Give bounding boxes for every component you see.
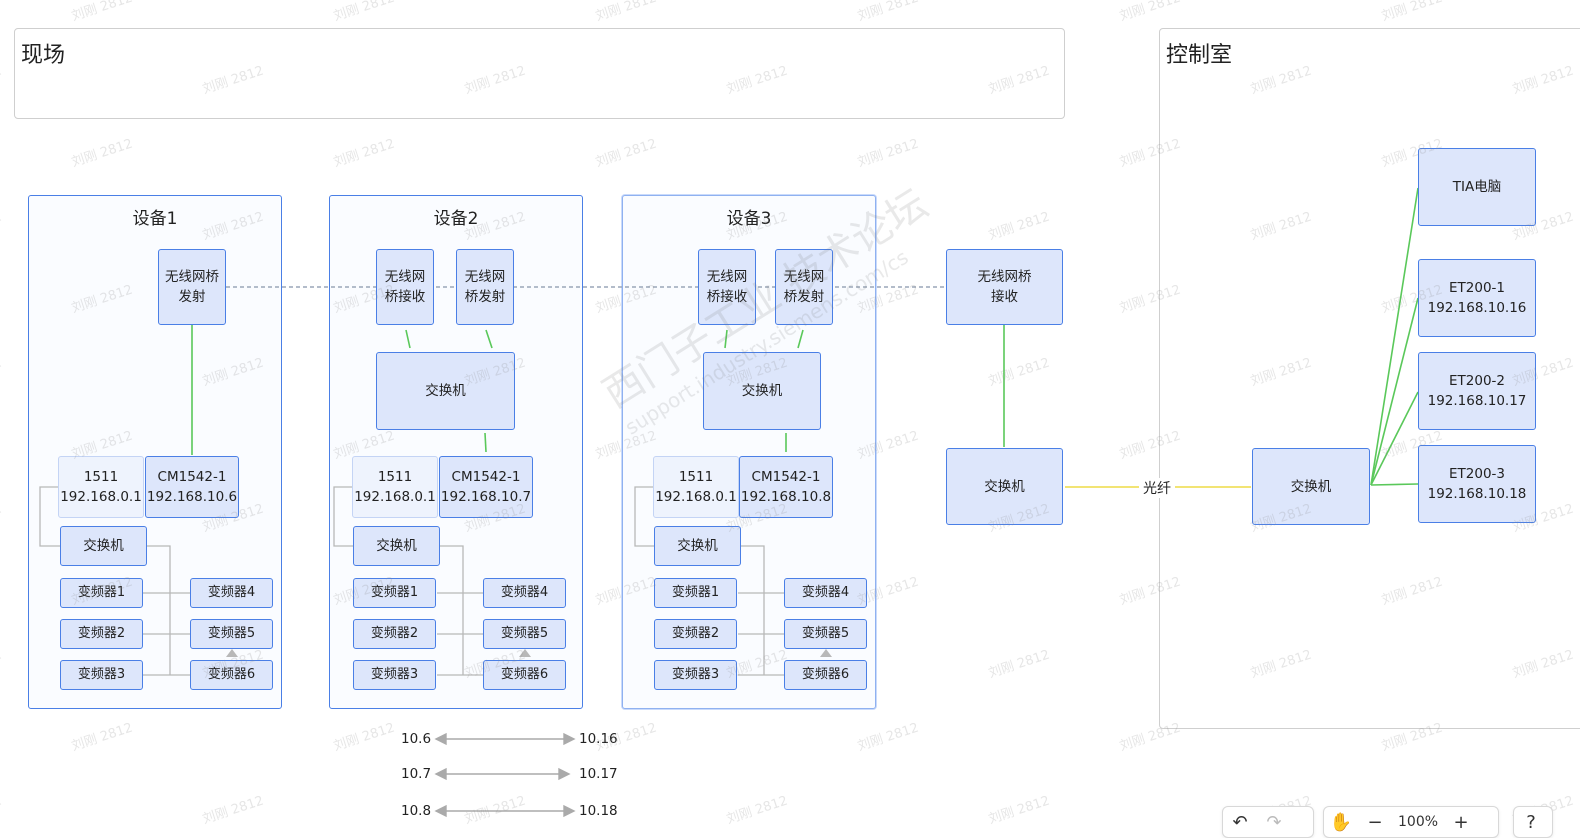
vfd-4-device3[interactable]: 变频器4 (784, 578, 867, 608)
redo-icon[interactable]: ↷ (1266, 811, 1282, 833)
cm1542-1-device1[interactable]: CM1542-1 192.168.10.6 (145, 456, 239, 518)
vfd-3-device2[interactable]: 变频器3 (353, 660, 436, 690)
switch-device1[interactable]: 交换机 (60, 526, 147, 566)
cm1542-1-device3[interactable]: CM1542-1 192.168.10.8 (739, 456, 833, 518)
vfd-2-device3[interactable]: 变频器2 (654, 619, 737, 649)
zoom-toolbar: ✋ − 100% + (1323, 806, 1499, 838)
control-room-zone-title: 控制室 (1166, 43, 1233, 68)
watermark-text: 刘刚 2812 (0, 501, 4, 536)
et200-3[interactable]: ET200-3 192.168.10.18 (1418, 445, 1536, 523)
mapping-arrows (434, 732, 576, 818)
watermark-text: 刘刚 2812 (855, 136, 921, 171)
watermark-text: 刘刚 2812 (69, 136, 135, 171)
vfd-6-device3[interactable]: 变频器6 (784, 660, 867, 690)
vfd-3-device1[interactable]: 变频器3 (60, 660, 143, 690)
watermark-text: 刘刚 2812 (0, 647, 4, 682)
switch-device2[interactable]: 交换机 (353, 526, 440, 566)
field-zone[interactable]: 现场 (14, 28, 1065, 119)
fiber-label: 光纤 (1139, 478, 1175, 498)
vfd-1-device2[interactable]: 变频器1 (353, 578, 436, 608)
watermark-text: 刘刚 2812 (0, 209, 4, 244)
vfd-1-device3[interactable]: 变频器1 (654, 578, 737, 608)
watermark-text: 刘刚 2812 (462, 793, 528, 828)
map-from-2: 10.7 (401, 766, 432, 782)
zoom-in-button[interactable]: + (1453, 811, 1469, 833)
plc-1511-2[interactable]: 1511 192.168.0.1 (352, 456, 438, 518)
watermark-text: 刘刚 2812 (69, 0, 135, 25)
switch-device3[interactable]: 交换机 (654, 526, 741, 566)
watermark-text: 刘刚 2812 (1379, 0, 1445, 25)
vfd-4-device2[interactable]: 变频器4 (483, 578, 566, 608)
watermark-text: 刘刚 2812 (986, 647, 1052, 682)
top-switch-device2[interactable]: 交换机 (376, 352, 515, 430)
watermark-text: 刘刚 2812 (331, 720, 397, 755)
wireless-bridge-rx-3[interactable]: 无线网 桥接收 (698, 249, 756, 325)
top-switch-device3[interactable]: 交换机 (703, 352, 821, 430)
watermark-text: 刘刚 2812 (724, 793, 790, 828)
help-toolbar: ? (1513, 806, 1553, 838)
vfd-5-device1[interactable]: 变频器5 (190, 619, 273, 649)
vfd-6-device2[interactable]: 变频器6 (483, 660, 566, 690)
watermark-text: 刘刚 2812 (593, 0, 659, 25)
map-from-3: 10.8 (401, 803, 432, 819)
watermark-text: 刘刚 2812 (0, 63, 4, 98)
watermark-text: 刘刚 2812 (200, 793, 266, 828)
watermark-text: 刘刚 2812 (855, 0, 921, 25)
plc-1511-1[interactable]: 1511 192.168.0.1 (58, 456, 144, 518)
device-1-title: 设备1 (132, 209, 178, 229)
field-zone-title: 现场 (21, 43, 66, 68)
undo-icon[interactable]: ↶ (1232, 811, 1248, 833)
wireless-bridge-tx-1[interactable]: 无线网桥 发射 (158, 249, 226, 325)
watermark-text: 刘刚 2812 (593, 136, 659, 171)
watermark-text: 刘刚 2812 (855, 720, 921, 755)
vfd-1-device1[interactable]: 变频器1 (60, 578, 143, 608)
vfd-3-device3[interactable]: 变频器3 (654, 660, 737, 690)
watermark-text: 刘刚 2812 (1117, 0, 1183, 25)
field-switch[interactable]: 交换机 (946, 448, 1063, 525)
vfd-2-device2[interactable]: 变频器2 (353, 619, 436, 649)
watermark-text: 刘刚 2812 (0, 793, 4, 828)
watermark-text: 刘刚 2812 (986, 793, 1052, 828)
map-to-1: 10.16 (579, 731, 618, 747)
plc-1511-3[interactable]: 1511 192.168.0.1 (653, 456, 739, 518)
zoom-level[interactable]: 100% (1398, 814, 1439, 830)
vfd-5-device2[interactable]: 变频器5 (483, 619, 566, 649)
map-to-2: 10.17 (579, 766, 618, 782)
et200-2[interactable]: ET200-2 192.168.10.17 (1418, 352, 1536, 430)
vfd-5-device3[interactable]: 变频器5 (784, 619, 867, 649)
watermark-text: 刘刚 2812 (986, 209, 1052, 244)
watermark-text: 刘刚 2812 (331, 0, 397, 25)
watermark-text: 刘刚 2812 (0, 355, 4, 390)
history-toolbar: ↶ ↷ (1222, 806, 1314, 838)
vfd-6-device1[interactable]: 变频器6 (190, 660, 273, 690)
vfd-2-device1[interactable]: 变频器2 (60, 619, 143, 649)
zoom-out-button[interactable]: − (1367, 811, 1383, 833)
map-to-3: 10.18 (579, 803, 618, 819)
help-icon[interactable]: ? (1526, 811, 1536, 833)
wireless-bridge-tx-2[interactable]: 无线网 桥发射 (456, 249, 514, 325)
vfd-4-device1[interactable]: 变频器4 (190, 578, 273, 608)
map-from-1: 10.6 (401, 731, 432, 747)
cm1542-1-device2[interactable]: CM1542-1 192.168.10.7 (439, 456, 533, 518)
watermark-text: 刘刚 2812 (331, 136, 397, 171)
hand-tool-icon[interactable]: ✋ (1329, 811, 1353, 833)
control-switch[interactable]: 交换机 (1252, 448, 1370, 525)
wireless-bridge-rx-outer[interactable]: 无线网桥 接收 (946, 249, 1063, 325)
device-2-title: 设备2 (433, 209, 479, 229)
watermark-text: 刘刚 2812 (69, 720, 135, 755)
device-3-title: 设备3 (726, 209, 772, 229)
tia-pc[interactable]: TIA电脑 (1418, 148, 1536, 226)
et200-1[interactable]: ET200-1 192.168.10.16 (1418, 259, 1536, 337)
wireless-bridge-tx-3[interactable]: 无线网 桥发射 (775, 249, 833, 325)
watermark-text: 刘刚 2812 (986, 355, 1052, 390)
wireless-bridge-rx-2[interactable]: 无线网 桥接收 (376, 249, 434, 325)
